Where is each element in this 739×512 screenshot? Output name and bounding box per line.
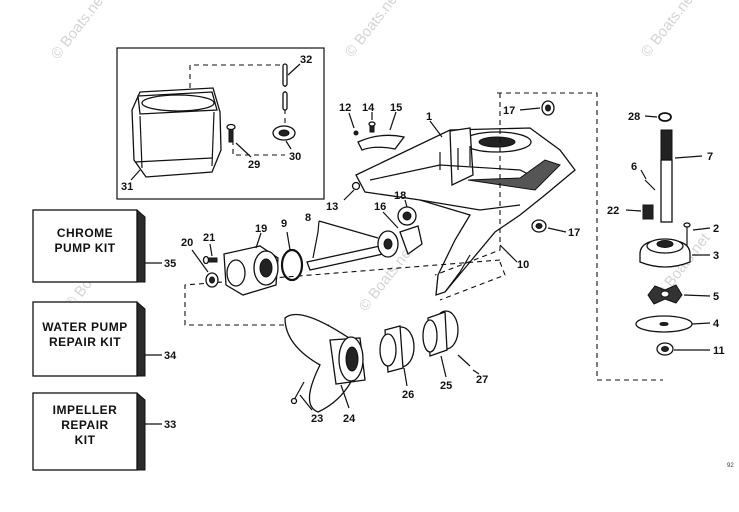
impeller-repair-kit-line-1: IMPELLER	[53, 403, 118, 417]
impeller-repair-kit-box: IMPELLER REPAIR KIT 33	[32, 392, 176, 471]
bearing-18-part	[397, 199, 417, 226]
grommet-17-top-part	[519, 100, 555, 116]
callout-15: 15	[390, 102, 402, 114]
leader-1	[429, 120, 443, 138]
chrome-pump-kit-box: CHROME PUMP KIT 35	[32, 209, 176, 283]
callout-1: 1	[426, 111, 432, 123]
grommet-17-lower-part	[531, 219, 567, 233]
callout-11: 11	[713, 345, 725, 357]
callout-29: 29	[248, 159, 260, 171]
callout-4: 4	[713, 318, 720, 330]
plate-4-part	[635, 315, 711, 333]
impeller-repair-kit-line-3: KIT	[75, 433, 96, 447]
callout-16: 16	[374, 201, 386, 213]
watermark-1: © Boats.net	[48, 0, 110, 62]
callout-35: 35	[164, 258, 176, 270]
callout-17-top: 17	[503, 105, 515, 117]
leader-13	[343, 189, 355, 201]
callout-32: 32	[300, 54, 312, 66]
callout-30: 30	[289, 151, 301, 163]
chrome-pump-kit-line-1: CHROME	[57, 226, 113, 240]
gear-16-part	[377, 211, 423, 258]
inset-box	[116, 47, 325, 200]
gear-25-part	[422, 310, 459, 378]
callout-2: 2	[713, 223, 719, 235]
seal-20-part	[191, 249, 219, 288]
callouts: 1 2 3 4 5 6 7 8 9 10 11 12 13 14 15 16 1…	[121, 54, 725, 425]
callout-9: 9	[281, 218, 287, 230]
callout-31: 31	[121, 181, 133, 193]
leader-10	[499, 244, 518, 263]
cover-15-part	[357, 111, 406, 151]
grommet-22-part	[625, 204, 654, 220]
corner-code: 92	[727, 463, 734, 469]
water-pump-repair-kit-line-2: REPAIR KIT	[49, 335, 121, 349]
pin-12-part	[348, 112, 359, 136]
screw-29-part	[226, 123, 236, 143]
impeller-repair-kit-line-2: REPAIR	[61, 418, 108, 432]
callout-17-lower: 17	[568, 227, 580, 239]
pinion-shaft-8-part	[306, 220, 384, 271]
callout-3: 3	[713, 250, 719, 262]
callout-6: 6	[631, 161, 637, 173]
bearing-housing-19-part	[223, 232, 279, 296]
callout-12: 12	[339, 102, 351, 114]
callout-8: 8	[305, 212, 311, 224]
o-ring-28-part	[644, 112, 672, 122]
callout-21: 21	[203, 232, 215, 244]
pump-housing-3-part	[639, 238, 710, 268]
callout-28: 28	[628, 111, 640, 123]
callout-18: 18	[394, 190, 406, 202]
gear-26-part	[379, 325, 415, 387]
screw-14-part	[368, 112, 376, 133]
callout-24: 24	[343, 413, 356, 425]
drive-shaft-7-part	[660, 129, 703, 223]
inset-frame	[116, 47, 325, 200]
callout-7: 7	[707, 151, 713, 163]
pin-23-part	[290, 381, 313, 411]
o-ring-9-part	[280, 231, 304, 282]
watermark-2: © Boats.net	[342, 0, 404, 60]
seal-30-part	[272, 125, 296, 141]
exhaust-housing-part	[131, 64, 286, 178]
callout-13: 13	[326, 201, 338, 213]
impeller-5-part	[647, 284, 711, 305]
watermark-3: © Boats.net	[638, 0, 700, 60]
gearcase-housing-part	[351, 127, 576, 296]
water-pump-repair-kit-line-1: WATER PUMP	[42, 320, 127, 334]
callout-33: 33	[164, 419, 176, 431]
callout-34: 34	[164, 350, 177, 362]
screw-21-part	[202, 243, 218, 265]
seal-11-part	[656, 342, 710, 356]
pin-32-part	[282, 63, 288, 111]
callout-10: 10	[517, 259, 529, 271]
water-pump-repair-kit-box: WATER PUMP REPAIR KIT 34	[32, 301, 177, 377]
callout-26: 26	[402, 389, 414, 401]
callout-20: 20	[181, 237, 193, 249]
callout-22: 22	[607, 205, 619, 217]
callout-25: 25	[440, 380, 452, 392]
callout-23: 23	[311, 413, 323, 425]
key-6-part	[640, 169, 656, 191]
callout-14: 14	[362, 102, 375, 114]
callout-19: 19	[255, 223, 267, 235]
callout-27: 27	[476, 374, 488, 386]
pin-27-part	[457, 354, 480, 375]
chrome-pump-kit-line-2: PUMP KIT	[54, 241, 115, 255]
callout-5: 5	[713, 291, 719, 303]
propeller-24-part	[284, 313, 366, 413]
kit-boxes: CHROME PUMP KIT 35 WATER PUMP REPAIR KIT…	[32, 209, 177, 471]
